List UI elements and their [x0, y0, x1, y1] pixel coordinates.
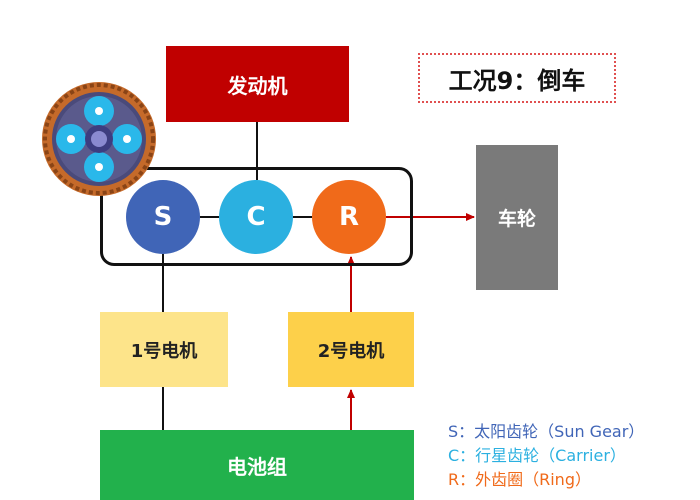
sun-gear-node: S [126, 180, 200, 254]
legend-ring: R：外齿圈（Ring） [448, 470, 591, 489]
legend: S：太阳齿轮（Sun Gear） C：行星齿轮（Carrier） R：外齿圈（R… [448, 420, 644, 492]
ring-gear-node: R [312, 180, 386, 254]
battery-pack: 电池组 [100, 430, 414, 500]
motor-generator-1: 1号电机 [100, 312, 228, 387]
wheel-block: 车轮 [476, 145, 558, 290]
legend-carrier: C：行星齿轮（Carrier） [448, 446, 626, 465]
planetary-gearset-frame [100, 167, 413, 266]
page-title: 工况9：倒车 [418, 53, 616, 103]
carrier-gear-node: C [219, 180, 293, 254]
legend-sun: S：太阳齿轮（Sun Gear） [448, 422, 645, 441]
planetary-gear-icon [42, 82, 156, 196]
motor-generator-2: 2号电机 [288, 312, 414, 387]
engine-block: 发动机 [166, 46, 349, 122]
